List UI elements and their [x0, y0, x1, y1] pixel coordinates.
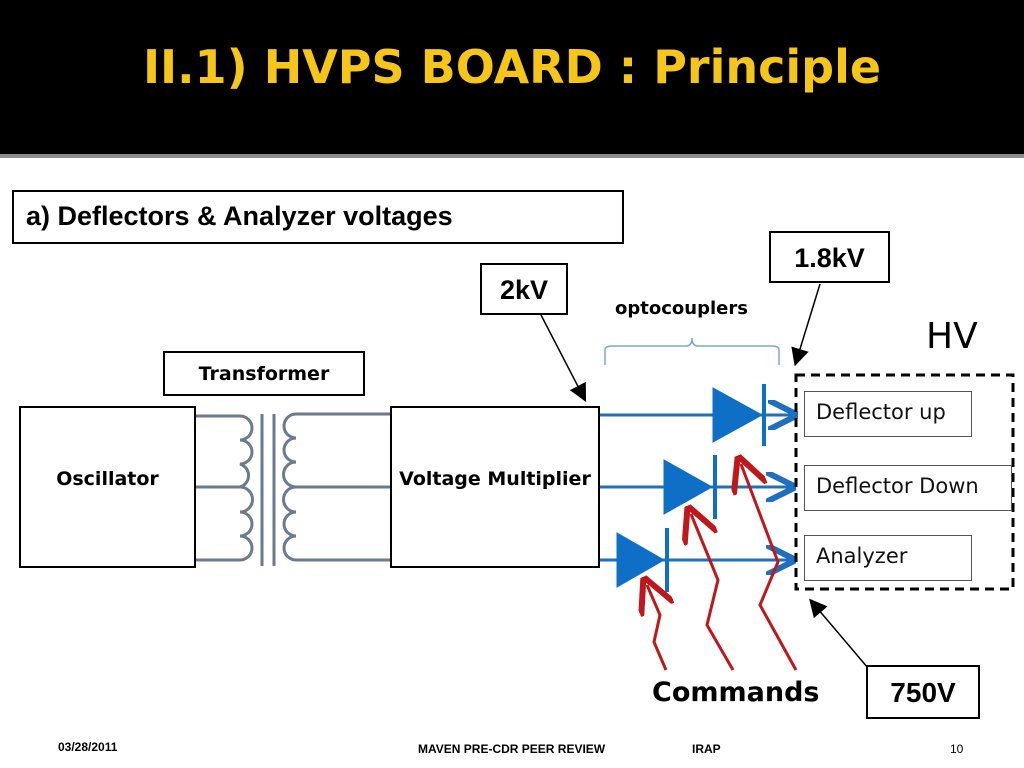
arrow-2kv: [540, 314, 587, 402]
transformer-core: [260, 414, 276, 566]
slide-title: II.1) HVPS BOARD : Principle: [142, 40, 882, 94]
title-bar: II.1) HVPS BOARD : Principle: [0, 0, 1024, 158]
section-heading: a) Deflectors & Analyzer voltages: [12, 190, 624, 244]
voltage-2kv-label: 2kV: [499, 275, 549, 305]
command-arrows: [647, 464, 798, 671]
footer-date: 03/28/2011: [58, 740, 118, 754]
voltage-multiplier-block: Voltage Multiplier: [390, 406, 600, 568]
voltage-1-8kv-label: 1.8kV: [794, 243, 865, 273]
footer-review: MAVEN PRE-CDR PEER REVIEW: [418, 742, 606, 756]
transformer-coil-primary: [239, 414, 254, 562]
diode-1-icon: [712, 384, 766, 446]
hv-outputs-dashed-box: [794, 373, 1015, 591]
output-deflector-down: Deflector Down: [804, 465, 1012, 511]
transformer-wires: [196, 412, 392, 562]
oscillator-block: Oscillator: [19, 406, 196, 568]
oscillator-label: Oscillator: [56, 468, 159, 490]
hv-label: HV: [926, 316, 978, 357]
voltage-multiplier-label: Voltage Multiplier: [399, 468, 591, 490]
optocouplers-label: optocouplers: [615, 298, 748, 319]
footer-page-number: 10: [950, 742, 964, 756]
transformer-label-box: Transformer: [163, 351, 365, 396]
arrow-1-8kv: [791, 283, 821, 367]
voltage-750v-label: 750V: [890, 677, 956, 708]
voltage-1-8kv-tag: 1.8kV: [769, 231, 890, 283]
transformer-label: Transformer: [198, 363, 330, 385]
transformer-coil-secondary: [282, 412, 297, 562]
output-analyzer: Analyzer: [804, 535, 972, 581]
commands-label: Commands: [652, 677, 820, 708]
diode-3-icon: [616, 528, 669, 592]
footer-org: IRAP: [692, 742, 721, 756]
arrow-750v: [809, 598, 869, 669]
diode-2-icon: [663, 455, 717, 519]
voltage-750v-tag: 750V: [866, 665, 980, 719]
voltage-2kv-tag: 2kV: [480, 263, 568, 315]
output-deflector-up: Deflector up: [804, 391, 972, 437]
optocouplers-brace: [604, 337, 780, 365]
